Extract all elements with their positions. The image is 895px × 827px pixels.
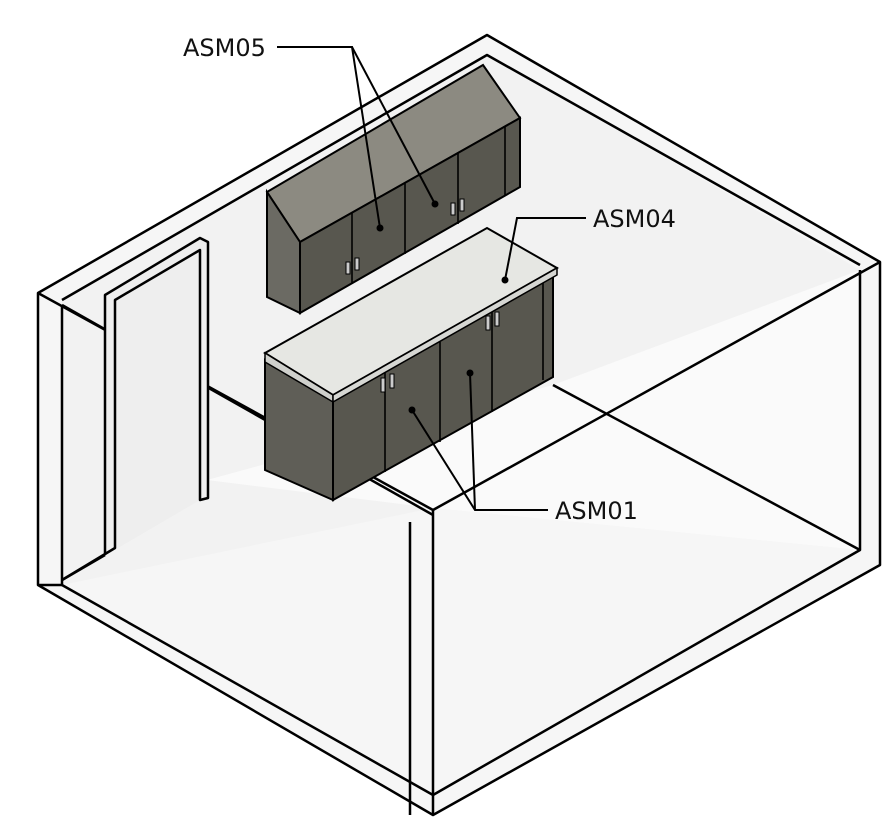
upper-cabinet-asm05 bbox=[265, 63, 522, 315]
label-asm01: ASM01 bbox=[555, 497, 638, 525]
label-asm04: ASM04 bbox=[593, 205, 676, 233]
leader-asm05 bbox=[277, 46, 439, 232]
countertop-asm04 bbox=[263, 226, 560, 404]
leader-asm04 bbox=[501, 217, 586, 284]
base-cabinet-asm01 bbox=[264, 273, 554, 502]
label-asm05: ASM05 bbox=[183, 34, 266, 62]
door-opening bbox=[61, 236, 210, 582]
leader-asm01 bbox=[408, 369, 548, 511]
